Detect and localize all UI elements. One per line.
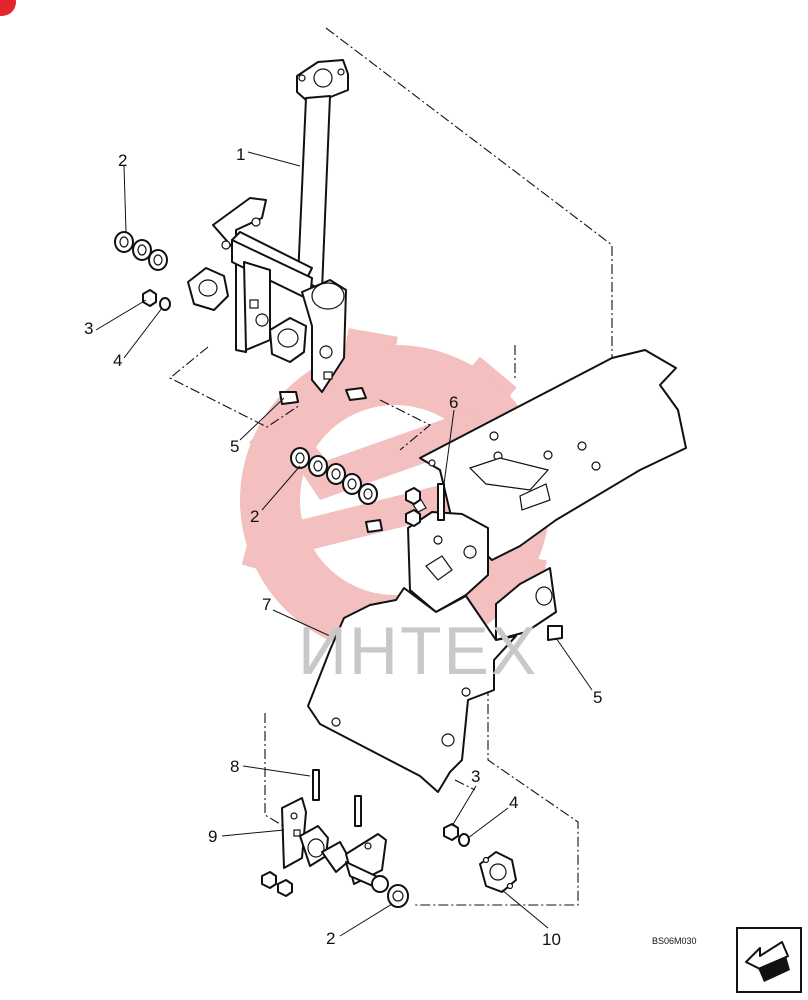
bearing-flange-upper [187, 267, 229, 311]
part-7-floor-plate [307, 587, 517, 793]
callout-4-lower: 4 [509, 793, 518, 812]
part-5-bolt-lower [547, 625, 563, 641]
callout-2-lower: 2 [326, 929, 335, 948]
callout-3-lower: 3 [471, 767, 480, 786]
arrow-down-left-icon[interactable] [736, 927, 802, 993]
part-2-washers-middle [290, 447, 378, 505]
callout-2-upper: 2 [118, 151, 127, 170]
part-10-bearing-flange [479, 851, 517, 893]
part-6-floor-plate [407, 349, 687, 641]
callout-5-upper: 5 [230, 437, 239, 456]
part-1-column-bracket [212, 59, 349, 393]
part-9-shaft-assembly [261, 797, 389, 897]
callout-7: 7 [262, 595, 271, 614]
part-2-washers-upper [114, 231, 168, 271]
corner-badge [0, 0, 16, 16]
callout-6: 6 [449, 393, 458, 412]
callout-8: 8 [230, 757, 239, 776]
callout-1: 1 [236, 145, 245, 164]
callout-labels: 1 2 3 4 5 2 6 7 5 8 9 3 4 2 10 [84, 145, 602, 949]
callout-4-upper: 4 [113, 351, 122, 370]
part-3-4-fasteners-upper [142, 289, 171, 311]
callout-2-middle: 2 [250, 507, 259, 526]
part-3-4-fasteners-lower [443, 823, 470, 847]
callout-5-lower: 5 [593, 688, 602, 707]
callout-10: 10 [542, 930, 561, 949]
leader-lines [95, 151, 593, 937]
part-8-studs [312, 769, 362, 827]
stud-and-nuts-middle [365, 483, 445, 533]
callout-9: 9 [208, 827, 217, 846]
part-5-bolts-upper [279, 387, 367, 405]
watermark-text: ИНТЕХ [298, 613, 538, 689]
drawing-code: BS06M030 [652, 936, 697, 946]
callout-3-upper: 3 [84, 319, 93, 338]
part-2-washer-lower [387, 884, 409, 908]
